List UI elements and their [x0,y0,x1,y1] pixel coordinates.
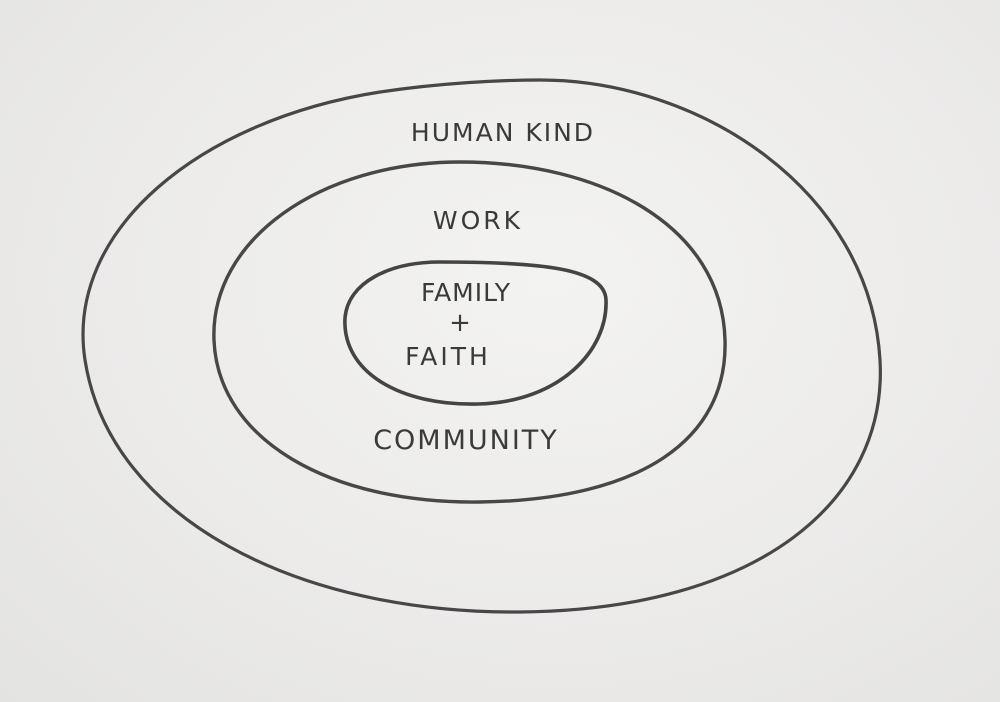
label-plus: + [449,308,471,338]
label-community: COMMUNITY [373,425,559,456]
label-faith: FAITH [405,342,491,371]
label-family: FAMILY [421,278,511,307]
label-work: WORK [433,206,523,235]
label-humankind: HUMAN KIND [411,118,595,147]
outer-ring-humankind [81,78,882,614]
inner-ring-family-faith [343,260,608,406]
middle-ring-work-community [212,160,727,504]
